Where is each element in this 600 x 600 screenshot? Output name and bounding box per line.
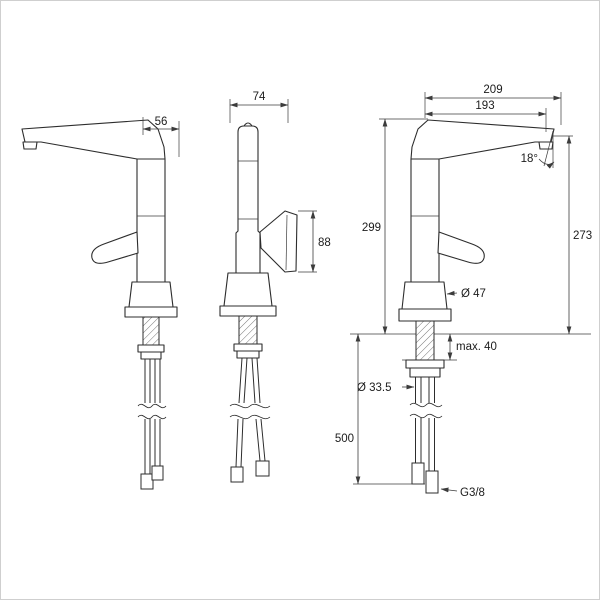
mounting-nut-front: [236, 350, 260, 359]
spout-dome-front: [243, 122, 253, 127]
base-right: [401, 281, 448, 310]
hose-break-symbol-left: [137, 403, 167, 420]
leader-dia-47: [446, 290, 458, 296]
hose-connector-right-1: [411, 462, 425, 485]
dimension-56: 56: [142, 116, 180, 157]
dimension-273: 273: [552, 135, 592, 335]
hose-break-symbol-right: [409, 402, 443, 419]
dim-label-dia-47: Ø 47: [461, 288, 486, 300]
dimension-74: 74: [229, 91, 289, 123]
supply-hoses-left: [144, 359, 161, 474]
dimension-angle-18: 18°: [521, 130, 555, 169]
spout-left: [21, 119, 166, 160]
threaded-shank-front: [238, 315, 258, 345]
supply-hoses-front: [235, 357, 266, 468]
dim-label-max-40: max. 40: [456, 341, 497, 353]
dim-label-209: 209: [483, 84, 502, 96]
threaded-shank-left: [142, 316, 160, 346]
dim-label-g38: G3/8: [460, 487, 485, 499]
view-left-side: [21, 119, 178, 490]
dimension-299: 299: [362, 118, 428, 335]
hose-connector-right-2: [425, 470, 439, 494]
threaded-shank-right: [415, 320, 435, 361]
handle-right: [437, 231, 485, 264]
dimension-dia-33-5: Ø 33.5: [357, 382, 415, 394]
dimension-209-193: 209 193: [424, 84, 562, 132]
hose-connector-left-1: [140, 473, 154, 490]
hose-connector-front-2: [255, 460, 270, 477]
dim-label-74: 74: [253, 91, 266, 103]
handle-front: [259, 210, 298, 273]
view-front: [219, 122, 298, 483]
dimension-88: 88: [298, 210, 331, 273]
handle-edge-front: [285, 214, 288, 271]
body-front: [235, 125, 261, 274]
supply-hoses-right: [415, 377, 435, 471]
hose-connector-left-2: [151, 465, 164, 481]
mounting-washer-front: [233, 343, 263, 352]
mounting-nut-right: [409, 367, 441, 378]
dim-label-dia-33-5: Ø 33.5: [357, 382, 392, 394]
base-front: [223, 272, 273, 307]
base-flange-left: [124, 306, 178, 318]
hose-break-symbol-front: [229, 403, 271, 420]
aerator-icon: [22, 141, 38, 150]
dimension-max-40: max. 40: [447, 333, 497, 361]
dim-label-500: 500: [335, 433, 354, 445]
dimension-dia-47: Ø 47: [446, 288, 486, 300]
base-flange-front: [219, 305, 277, 317]
dim-label-299: 299: [362, 222, 381, 234]
base-left: [128, 281, 174, 308]
angle-arc: [538, 158, 555, 169]
mounting-nut-left: [140, 351, 162, 360]
mounting-washer-left: [137, 344, 165, 353]
hose-connector-front-1: [230, 466, 244, 483]
aerator-right-icon: [538, 141, 554, 150]
body-right: [410, 158, 440, 283]
handle-left: [91, 231, 139, 264]
base-flange-right: [398, 308, 452, 322]
leader-g38: [440, 487, 458, 493]
angle-label-18: 18°: [521, 153, 538, 165]
dim-label-193: 193: [475, 100, 494, 112]
dim-label-88: 88: [318, 237, 331, 249]
extension-lines-88: [298, 210, 317, 273]
mounting-washer-right: [405, 359, 445, 369]
dim-label-56: 56: [155, 116, 168, 128]
body-joint-lines-front: [238, 160, 258, 220]
dimension-thread-g38: G3/8: [440, 487, 485, 499]
dimension-500: 500: [335, 333, 425, 485]
view-right-side: [350, 119, 591, 494]
body-left: [136, 158, 166, 283]
dim-label-273: 273: [573, 230, 592, 242]
